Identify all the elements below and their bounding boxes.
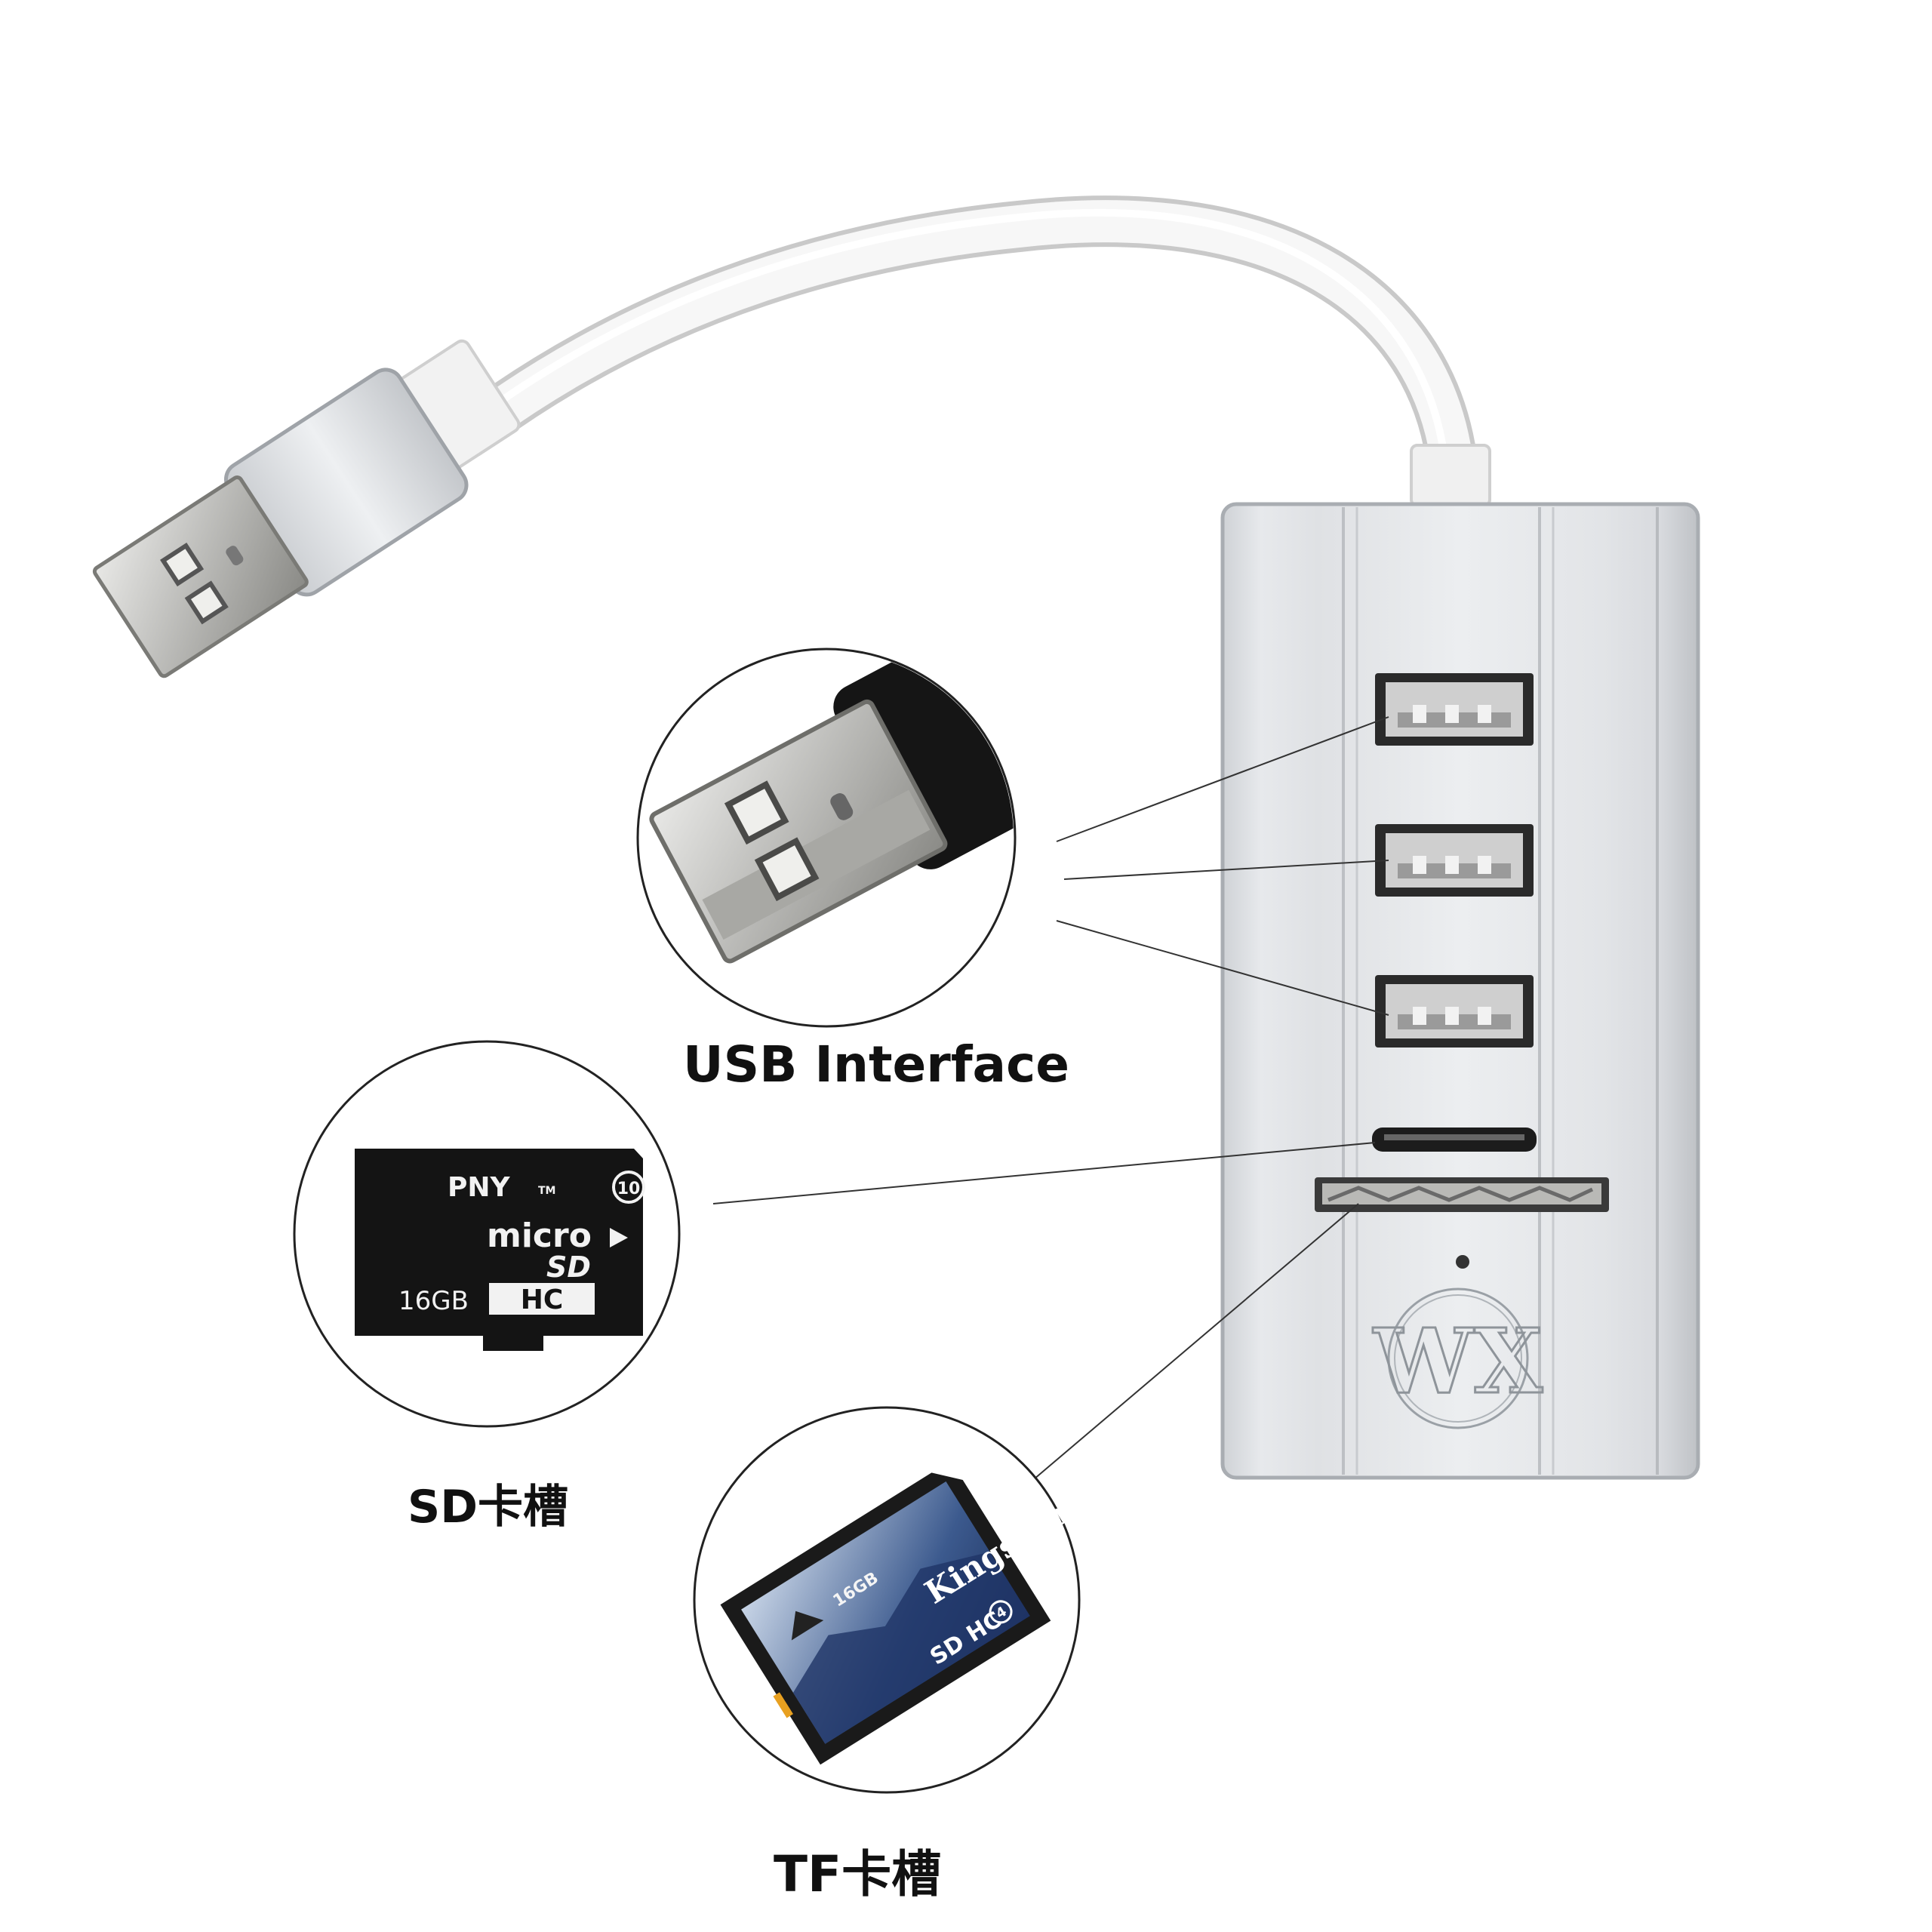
sd-slot-label: SD卡槽 (408, 1481, 569, 1534)
tf-slot-label: TF卡槽 (774, 1845, 942, 1903)
usb-port-3 (1375, 975, 1534, 1048)
sd-card-slot (1315, 1177, 1609, 1212)
usb-a-plug (92, 339, 521, 678)
svg-text:SD: SD (546, 1251, 591, 1284)
svg-text:10: 10 (617, 1180, 641, 1198)
hub-logo-emblem: WX (1371, 1287, 1544, 1429)
usb-port-2 (1375, 824, 1534, 897)
usb-port-1 (1375, 673, 1534, 746)
svg-text:PNY: PNY (448, 1172, 511, 1203)
usb-interface-label: USB Interface (683, 1035, 1069, 1094)
callout-microsd-card: PNY TM 10 micro SD 16GB HC (293, 1040, 681, 1428)
status-led (1456, 1255, 1469, 1269)
callout-sd-card: 16GB Kingston SD HC 4 (693, 1406, 1081, 1794)
callout-usb-plug (636, 648, 1017, 1028)
svg-text:HC: HC (521, 1284, 564, 1315)
svg-text:TM: TM (538, 1185, 555, 1197)
usb-cable (457, 195, 1491, 507)
svg-text:micro: micro (487, 1217, 592, 1255)
leader-lines (712, 716, 1389, 1480)
svg-text:16GB: 16GB (398, 1286, 469, 1316)
tf-card-slot (1372, 1128, 1537, 1152)
svg-text:WX: WX (1372, 1309, 1543, 1414)
